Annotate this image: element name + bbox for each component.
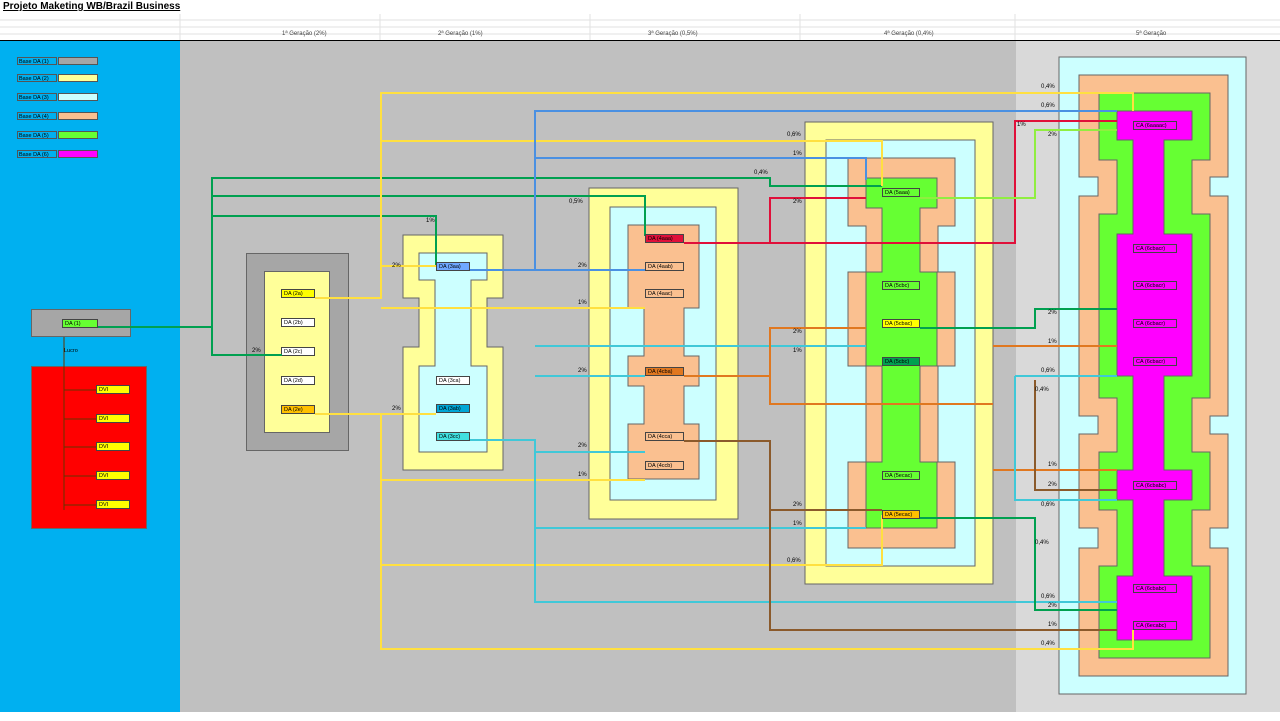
pct-label: 0,6%: [787, 558, 801, 564]
gen4-node-4cca: DA (4cca): [645, 432, 684, 441]
legend-swatch-3: [58, 93, 98, 101]
generation-header-3: 3ª Geração (0,5%): [648, 31, 698, 37]
pct-label: 2%: [578, 263, 587, 269]
generation-header-5: 5ª Geração: [1136, 31, 1167, 37]
pct-label: 1%: [1048, 462, 1057, 468]
legend-label-4: Base DA (4): [17, 112, 57, 120]
legend-swatch-5: [58, 131, 98, 139]
gen4-node-4aaa: DA (4aaa): [645, 234, 684, 243]
pct-label: 0,6%: [1041, 502, 1055, 508]
gen3-node-3ab: DA (3ab): [436, 404, 470, 413]
gen4-node-4cba: DA (4cba): [645, 367, 684, 376]
gen6-node-4: CA (6cbacr): [1133, 319, 1177, 328]
gen3-node-3aa: DA (3aa): [436, 262, 470, 271]
legend-label-1: Base DA (1): [17, 57, 57, 65]
gen4-node-4aab: DA (4aab): [645, 262, 684, 271]
page-title: Projeto Maketing WB/Brazil Business: [3, 1, 181, 12]
gen6-node-6: CA (6cbabc): [1133, 481, 1177, 490]
pct-label: 1%: [426, 218, 435, 224]
gen2-node-2e: DA (2e): [281, 405, 315, 414]
legend-swatch-2: [58, 74, 98, 82]
gen3-node-3cc: DA (3cc): [436, 432, 470, 441]
pct-label: 0,4%: [1041, 84, 1055, 90]
pct-label: 0,6%: [1041, 594, 1055, 600]
dvi-label-3: DVI: [96, 442, 130, 451]
gen5-node-5cbac: DA (5cbac): [882, 319, 920, 328]
gen5-node-5cbc: DA (5cbc): [882, 357, 920, 366]
legend-swatch-6: [58, 150, 98, 158]
legend-swatch-1: [58, 57, 98, 65]
dvi-label-5: DVI: [96, 500, 130, 509]
dvi-label-4: DVI: [96, 471, 130, 480]
gen2-node-2c: DA (2c): [281, 347, 315, 356]
pct-label: 2%: [1048, 603, 1057, 609]
pct-label: 2%: [793, 329, 802, 335]
pct-label: 0,6%: [1041, 368, 1055, 374]
pct-label: 1%: [578, 300, 587, 306]
pct-label: 2%: [392, 406, 401, 412]
gen5-node-5ecac: DA (5ecac): [882, 510, 920, 519]
gen6-node-8: CA (6ecabc): [1133, 621, 1177, 630]
legend-label-5: Base DA (5): [17, 131, 57, 139]
pct-label: 2%: [252, 348, 261, 354]
gen4-node-4ccb: DA (4ccb): [645, 461, 684, 470]
pct-label: 1%: [1048, 622, 1057, 628]
pct-label: 0,5%: [569, 199, 583, 205]
pct-label: 1%: [793, 521, 802, 527]
gen3-node-3ca: DA (3ca): [436, 376, 470, 385]
pct-label: 0,4%: [1041, 641, 1055, 647]
gen6-node-2: CA (6cbacr): [1133, 244, 1177, 253]
pct-label: 2%: [793, 502, 802, 508]
root-base-box: [31, 309, 131, 337]
pct-label: 2%: [1048, 132, 1057, 138]
legend-label-6: Base DA (6): [17, 150, 57, 158]
pct-label: 1%: [793, 348, 802, 354]
pct-label: 0,4%: [1035, 540, 1049, 546]
pct-label: 1%: [1048, 339, 1057, 345]
pct-label: 0,6%: [787, 132, 801, 138]
pct-label: 0,6%: [1041, 103, 1055, 109]
gen2-node-2d: DA (2d): [281, 376, 315, 385]
gen5-node-5cbc-top: DA (5cbc): [882, 281, 920, 290]
gen6-node-3: CA (6cbacr): [1133, 281, 1177, 290]
dvi-label-1: DVI: [96, 385, 130, 394]
root-sub-label: Lucro: [64, 348, 78, 354]
pct-label: 2%: [578, 443, 587, 449]
gen6-node-5: CA (6cbacr): [1133, 357, 1177, 366]
gen4-node-4aac: DA (4aac): [645, 289, 684, 298]
pct-label: 2%: [793, 199, 802, 205]
pct-label: 1%: [578, 472, 587, 478]
pct-label: 0,4%: [1035, 387, 1049, 393]
pct-label: 2%: [1048, 482, 1057, 488]
gen5-node-5ecac-top: DA (5ecac): [882, 471, 920, 480]
gen6-node-1: CA (6aaaac): [1133, 121, 1177, 130]
root-node-label: DA (1): [62, 319, 98, 328]
pct-label: 1%: [1017, 122, 1026, 128]
gen5-node-5aaa: DA (5aaa): [882, 188, 920, 197]
pct-label: 0,4%: [754, 170, 768, 176]
gen6-node-7: CA (6cbabc): [1133, 584, 1177, 593]
generation-header-2: 2ª Geração (1%): [438, 31, 483, 37]
generation-header-4: 4ª Geração (0,4%): [884, 31, 934, 37]
pct-label: 2%: [392, 263, 401, 269]
legend-swatch-4: [58, 112, 98, 120]
legend-label-3: Base DA (3): [17, 93, 57, 101]
pct-label: 2%: [578, 368, 587, 374]
dvi-label-2: DVI: [96, 414, 130, 423]
gen2-node-2a: DA (2a): [281, 289, 315, 298]
sheet-header-grid: [0, 14, 1280, 40]
gen2-node-2b: DA (2b): [281, 318, 315, 327]
generation-header-1: 1ª Geração (2%): [282, 31, 327, 37]
legend-label-2: Base DA (2): [17, 74, 57, 82]
pct-label: 1%: [793, 151, 802, 157]
pct-label: 2%: [1048, 310, 1057, 316]
